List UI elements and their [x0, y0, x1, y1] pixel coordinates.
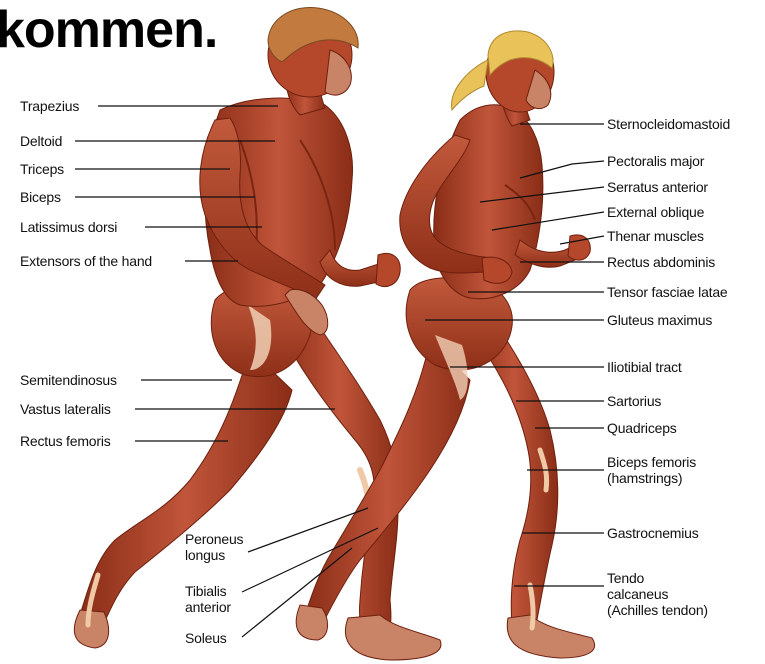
label-vastus-lateralis: Vastus lateralis	[20, 401, 111, 417]
label-rectus-femoris: Rectus femoris	[20, 433, 111, 449]
label-deltoid: Deltoid	[20, 133, 62, 149]
label-serratus-anterior: Serratus anterior	[607, 179, 708, 195]
label-peroneus-line2: longus	[185, 547, 243, 563]
label-latissimus-dorsi: Latissimus dorsi	[20, 219, 117, 235]
label-tibialis-line2: anterior	[185, 599, 231, 615]
label-biceps-femoris: Biceps femoris (hamstrings)	[607, 454, 696, 486]
label-semitendinosus: Semitendinosus	[20, 372, 117, 388]
label-iliotibial-tract: Iliotibial tract	[607, 359, 682, 375]
label-tibialis-line1: Tibialis	[185, 583, 231, 599]
label-peroneus-line1: Peroneus	[185, 531, 243, 547]
label-tensor-fasciae-latae: Tensor fasciae latae	[607, 284, 728, 300]
label-gastrocnemius: Gastrocnemius	[607, 525, 699, 541]
label-biceps: Biceps	[20, 189, 61, 205]
label-biceps-femoris-line2: (hamstrings)	[607, 470, 696, 486]
label-tibialis-anterior: Tibialis anterior	[185, 583, 231, 615]
label-peroneus-longus: Peroneus longus	[185, 531, 243, 563]
label-tendo-line1: Tendo	[607, 570, 708, 586]
label-tendo-line2: calcaneus	[607, 586, 708, 602]
label-rectus-abdominis: Rectus abdominis	[607, 254, 715, 270]
label-quadriceps: Quadriceps	[607, 420, 677, 436]
label-tendo-calcaneus: Tendo calcaneus (Achilles tendon)	[607, 570, 708, 618]
label-pectoralis-major: Pectoralis major	[607, 153, 704, 169]
label-thenar-muscles: Thenar muscles	[607, 228, 704, 244]
label-extensors-of-the-hand: Extensors of the hand	[20, 253, 152, 269]
label-sternocleidomastoid: Sternocleidomastoid	[607, 116, 730, 132]
label-soleus: Soleus	[185, 630, 227, 646]
label-trapezius: Trapezius	[20, 98, 79, 114]
label-gluteus-maximus: Gluteus maximus	[607, 312, 712, 328]
label-tendo-line3: (Achilles tendon)	[607, 602, 708, 618]
label-triceps: Triceps	[20, 161, 64, 177]
label-external-oblique: External oblique	[607, 204, 704, 220]
label-sartorius: Sartorius	[607, 393, 661, 409]
label-biceps-femoris-line1: Biceps femoris	[607, 454, 696, 470]
